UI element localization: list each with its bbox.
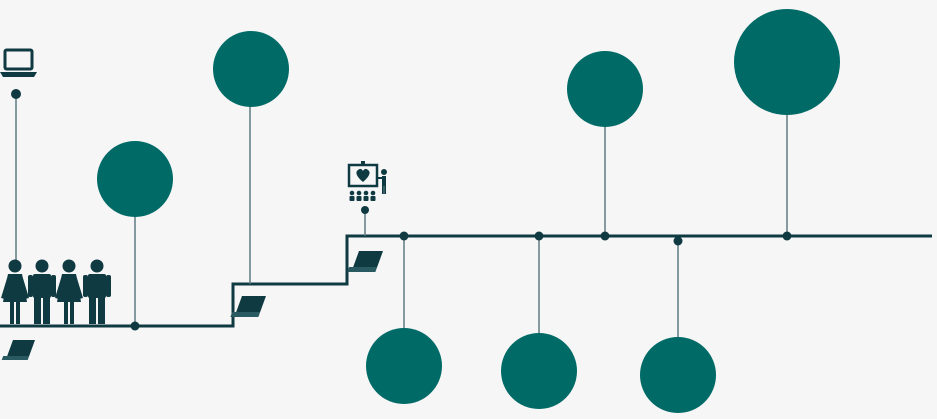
book-icon xyxy=(347,251,383,272)
presentation-stem-dot xyxy=(361,206,369,214)
milestone-bubble xyxy=(640,337,716,413)
presentation-audience-icon xyxy=(347,161,387,201)
milestone-bubble xyxy=(366,328,442,404)
milestone-bubble xyxy=(501,333,577,409)
milestone-m3 xyxy=(366,231,442,404)
milestone-dot xyxy=(534,231,544,241)
milestone-dot xyxy=(782,231,792,241)
milestone-dot xyxy=(399,231,409,241)
milestone-bubble xyxy=(734,9,840,115)
milestone-dot xyxy=(130,321,140,331)
people-group-icon xyxy=(1,259,111,324)
timeline-path xyxy=(0,234,932,328)
milestone-bubble xyxy=(213,31,289,107)
milestone-m7 xyxy=(734,9,840,241)
milestone-m6 xyxy=(640,236,716,413)
laptop-stem-dot xyxy=(11,89,21,99)
book-icon xyxy=(1,340,35,360)
milestone-m1 xyxy=(97,141,173,331)
milestone-bubble xyxy=(97,141,173,217)
milestone-m2 xyxy=(213,31,289,284)
milestone-m4 xyxy=(501,231,577,409)
milestone-dot xyxy=(600,231,610,241)
milestone-dot xyxy=(673,236,683,246)
milestone-bubble xyxy=(567,51,643,127)
book-icon xyxy=(230,296,266,317)
milestone-m5 xyxy=(567,51,643,241)
laptop-icon xyxy=(0,48,37,77)
